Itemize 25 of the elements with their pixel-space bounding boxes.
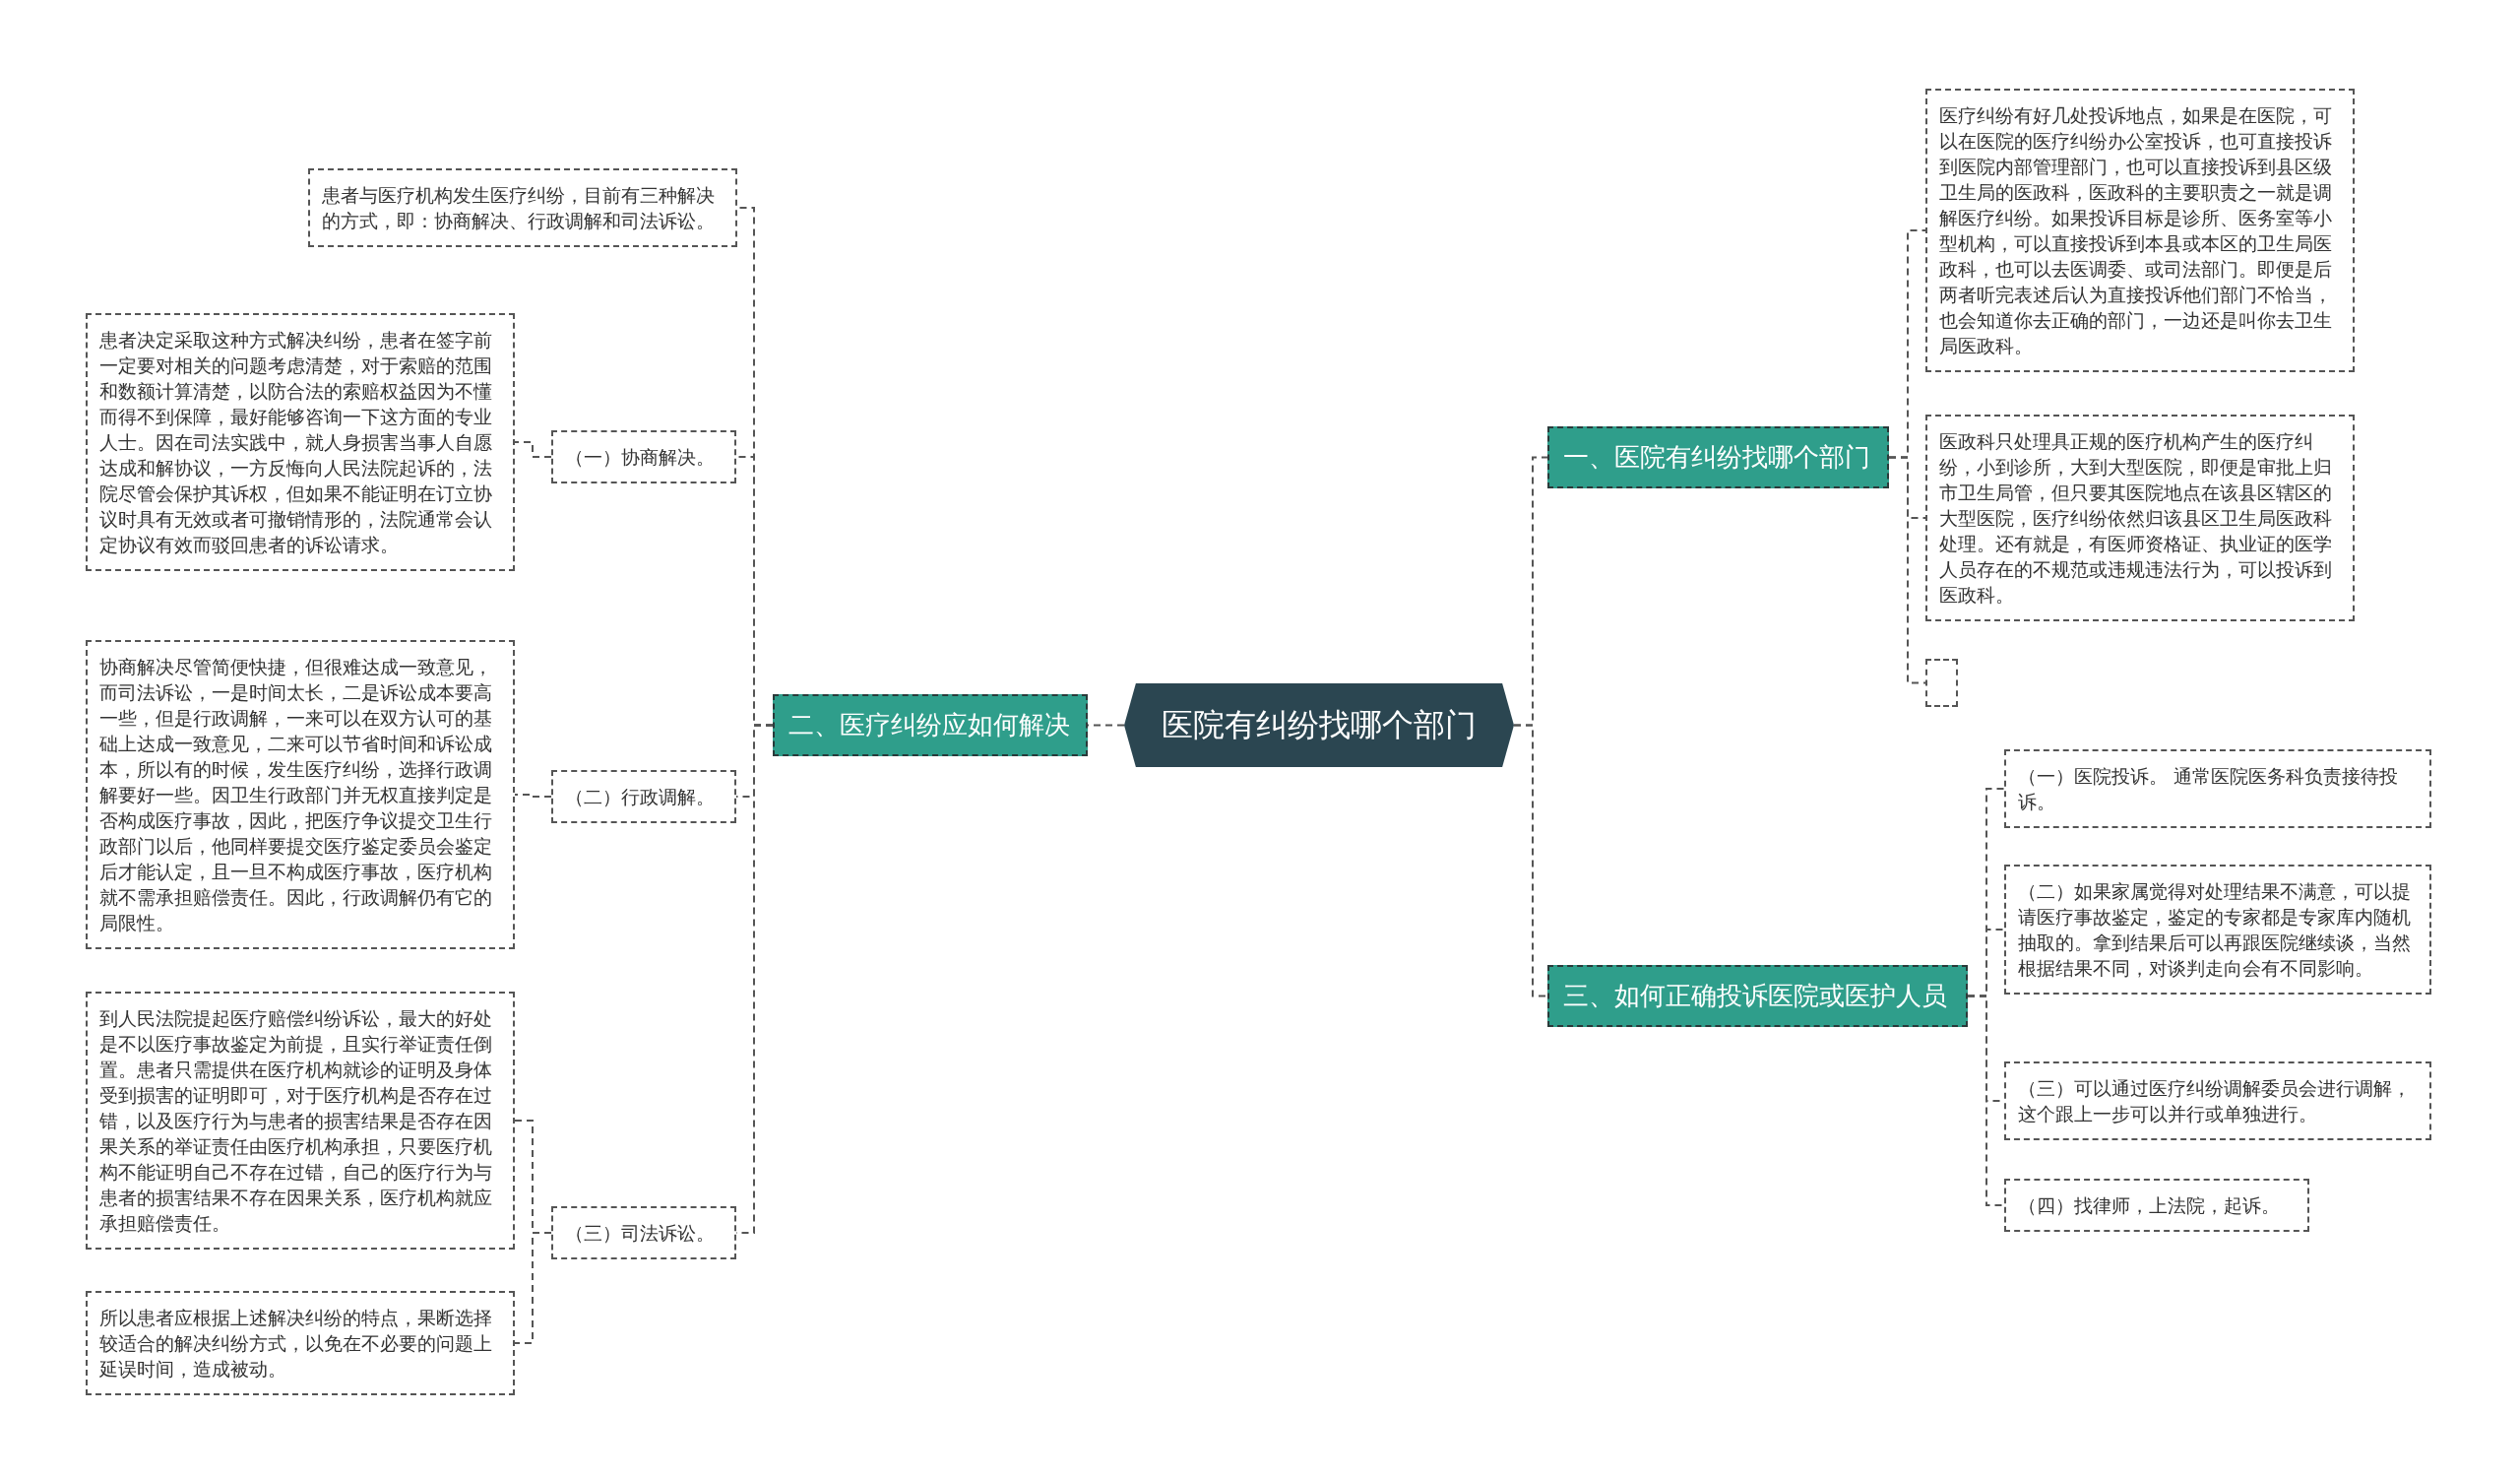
connector-line bbox=[1888, 456, 1926, 684]
text-box: 患者决定采取这种方式解决纠纷，患者在签字前一定要对相关的问题考虑清楚，对于索赔的范围和数额计算清楚，以防合法的索赔权益因为不懂而得不到保障，最好能够咨询一下这方面的专业人士。因在司法实践中，就人身损害当事人自愿达成和解协议，一方反悔向人民法院起诉的，法院尽管会保护其诉权，但如果不能证明在订立协议时具有无效或者可撤销情形的，法院通常会认定协议有效而驳回患者的诉讼请求。 bbox=[86, 313, 515, 571]
central-topic: 医院有纠纷找哪个部门 bbox=[1124, 683, 1514, 767]
text-box: （三）司法诉讼。 bbox=[551, 1206, 736, 1259]
empty-box bbox=[1925, 659, 1958, 707]
connector-line bbox=[514, 794, 552, 798]
topic-box: 一、医院有纠纷找哪个部门 bbox=[1547, 426, 1889, 488]
topic-box: 二、医疗纠纷应如何解决 bbox=[773, 694, 1088, 756]
connector-line bbox=[1967, 995, 2005, 1206]
connector-line bbox=[514, 441, 552, 458]
text-box: 到人民法院提起医疗赔偿纠纷诉讼，最大的好处是不以医疗事故鉴定为前提，且实行举证责任倒置。患者只需提供在医疗机构就诊的证明及身体受到损害的证明即可，对于医疗机构是否存在过错，以及医疗行为与患者的损害结果是否存在因果关系的举证责任由医疗机构承担，只要医疗机构不能证明自己不存在过错，自己的医疗行为与患者的损害结果不存在因果关系，医疗机构就应承担赔偿责任。 bbox=[86, 992, 515, 1250]
text-box: 医疗纠纷有好几处投诉地点，如果是在医院，可以在医院的医疗纠纷办公室投诉，也可直接投诉到医院内部管理部门，也可以直接投诉到县区级卫生局的医政科，医政科的主要职责之一就是调解医疗纠纷。如果投诉目标是诊所、医务室等小型机构，可以直接投诉到本县或本区的卫生局医政科，也可以去医调委、或司法部门。即便是后两者听完表述后认为直接投诉他们部门不恰当，也会知道你去正确的部门，一边还是叫你去卫生局医政科。 bbox=[1925, 89, 2355, 372]
text-box: 医政科只处理具正规的医疗机构产生的医疗纠纷，小到诊所，大到大型医院，即便是审批上归市卫生局管，但只要其医院地点在该县区辖区的大型医院，医疗纠纷依然归该县区卫生局医政科处理。还有就是，有医师资格证、执业证的医学人员存在的不规范或违规违法行为，可以投诉到医政科。 bbox=[1925, 415, 2355, 621]
text-box: （一）医院投诉。 通常医院医务科负责接待投诉。 bbox=[2004, 749, 2431, 828]
text-box: （二）行政调解。 bbox=[551, 770, 736, 823]
text-box: 协商解决尽管简便快捷，但很难达成一致意见，而司法诉讼，一是时间太长，二是诉讼成本要高一些，但是行政调解，一来可以在双方认可的基础上达成一致意见，二来可以节省时间和诉讼成本，所以有的时候，发生医疗纠纷，选择行政调解要好一些。因卫生行政部门并无权直接判定是否构成医疗事故，因此，把医疗争议提交卫生行政部门以后，他同样要提交医疗鉴定委员会鉴定后才能认定，且一旦不构成医疗事故，医疗机构就不需承担赔偿责任。因此，行政调解仍有它的局限性。 bbox=[86, 640, 515, 949]
connector-line bbox=[1513, 724, 1548, 997]
text-box: 患者与医疗机构发生医疗纠纷，目前有三种解决的方式，即：协商解决、行政调解和司法诉讼。 bbox=[308, 168, 737, 247]
connector-line bbox=[514, 1232, 552, 1344]
text-box: （四）找律师，上法院，起诉。 bbox=[2004, 1179, 2309, 1232]
text-box: （二）如果家属觉得对处理结果不满意，可以提请医疗事故鉴定，鉴定的专家都是专家库内随机抽取的。拿到结果后可以再跟医院继续谈，当然根据结果不同，对谈判走向会有不同影响。 bbox=[2004, 865, 2431, 995]
text-box: （一）协商解决。 bbox=[551, 430, 736, 483]
text-box: （三）可以通过医疗纠纷调解委员会进行调解，这个跟上一步可以并行或单独进行。 bbox=[2004, 1061, 2431, 1140]
topic-box: 三、如何正确投诉医院或医护人员 bbox=[1547, 965, 1968, 1027]
text-box: 所以患者应根据上述解决纠纷的特点，果断选择较适合的解决纠纷方式，以免在不必要的问题上延误时间，造成被动。 bbox=[86, 1291, 515, 1395]
